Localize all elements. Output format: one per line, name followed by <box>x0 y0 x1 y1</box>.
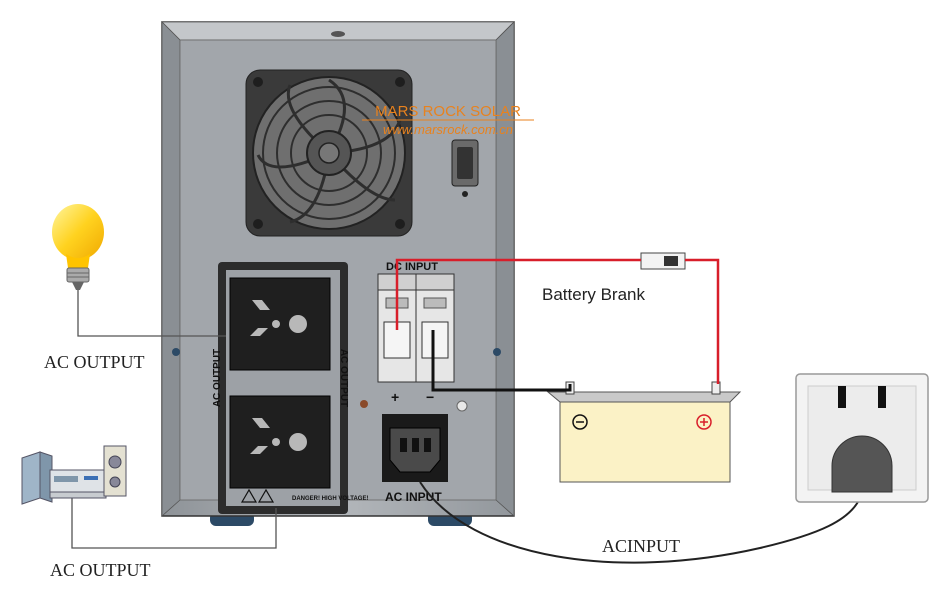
ac-input-cable <box>419 481 861 564</box>
warning-triangle-icon <box>240 488 275 503</box>
ac-input-cable-label: ACINPUT <box>602 536 680 556</box>
dc-input-label: DC INPUT <box>386 261 438 273</box>
serial-port <box>451 139 479 197</box>
battery-label: Battery Brank <box>542 285 645 304</box>
battery-icon <box>546 381 742 483</box>
dc-breaker <box>377 273 455 383</box>
inline-fuse <box>640 252 686 270</box>
warning-text: DANGER! HIGH VOLTAGE! <box>292 496 368 502</box>
ac-input-panel-label: AC INPUT <box>385 490 442 504</box>
stereo-output-wire <box>71 496 277 549</box>
ac-output-label-bottom: AC OUTPUT <box>50 560 151 580</box>
wall-socket-icon <box>795 373 929 503</box>
light-bulb-icon <box>52 204 104 290</box>
stereo-system-icon <box>21 445 127 505</box>
brand-url: www.marsrock.com.cn <box>383 122 513 137</box>
minus-terminal-label: − <box>426 389 434 405</box>
ac-output-sockets <box>218 262 348 514</box>
lamp-output-wire <box>77 290 226 337</box>
dc-negative-wire <box>431 330 572 392</box>
socket-label-right: AC OUTPUT <box>338 349 349 407</box>
plus-terminal-label: + <box>391 389 399 405</box>
ac-output-label-top: AC OUTPUT <box>44 352 145 372</box>
dc-positive-wire <box>395 258 720 384</box>
cooling-fan-icon <box>245 69 413 237</box>
brand-name: MARS ROCK SOLAR <box>375 103 521 120</box>
socket-label-left: AC OUTPUT <box>212 349 223 407</box>
ac-input-connector <box>382 414 448 482</box>
